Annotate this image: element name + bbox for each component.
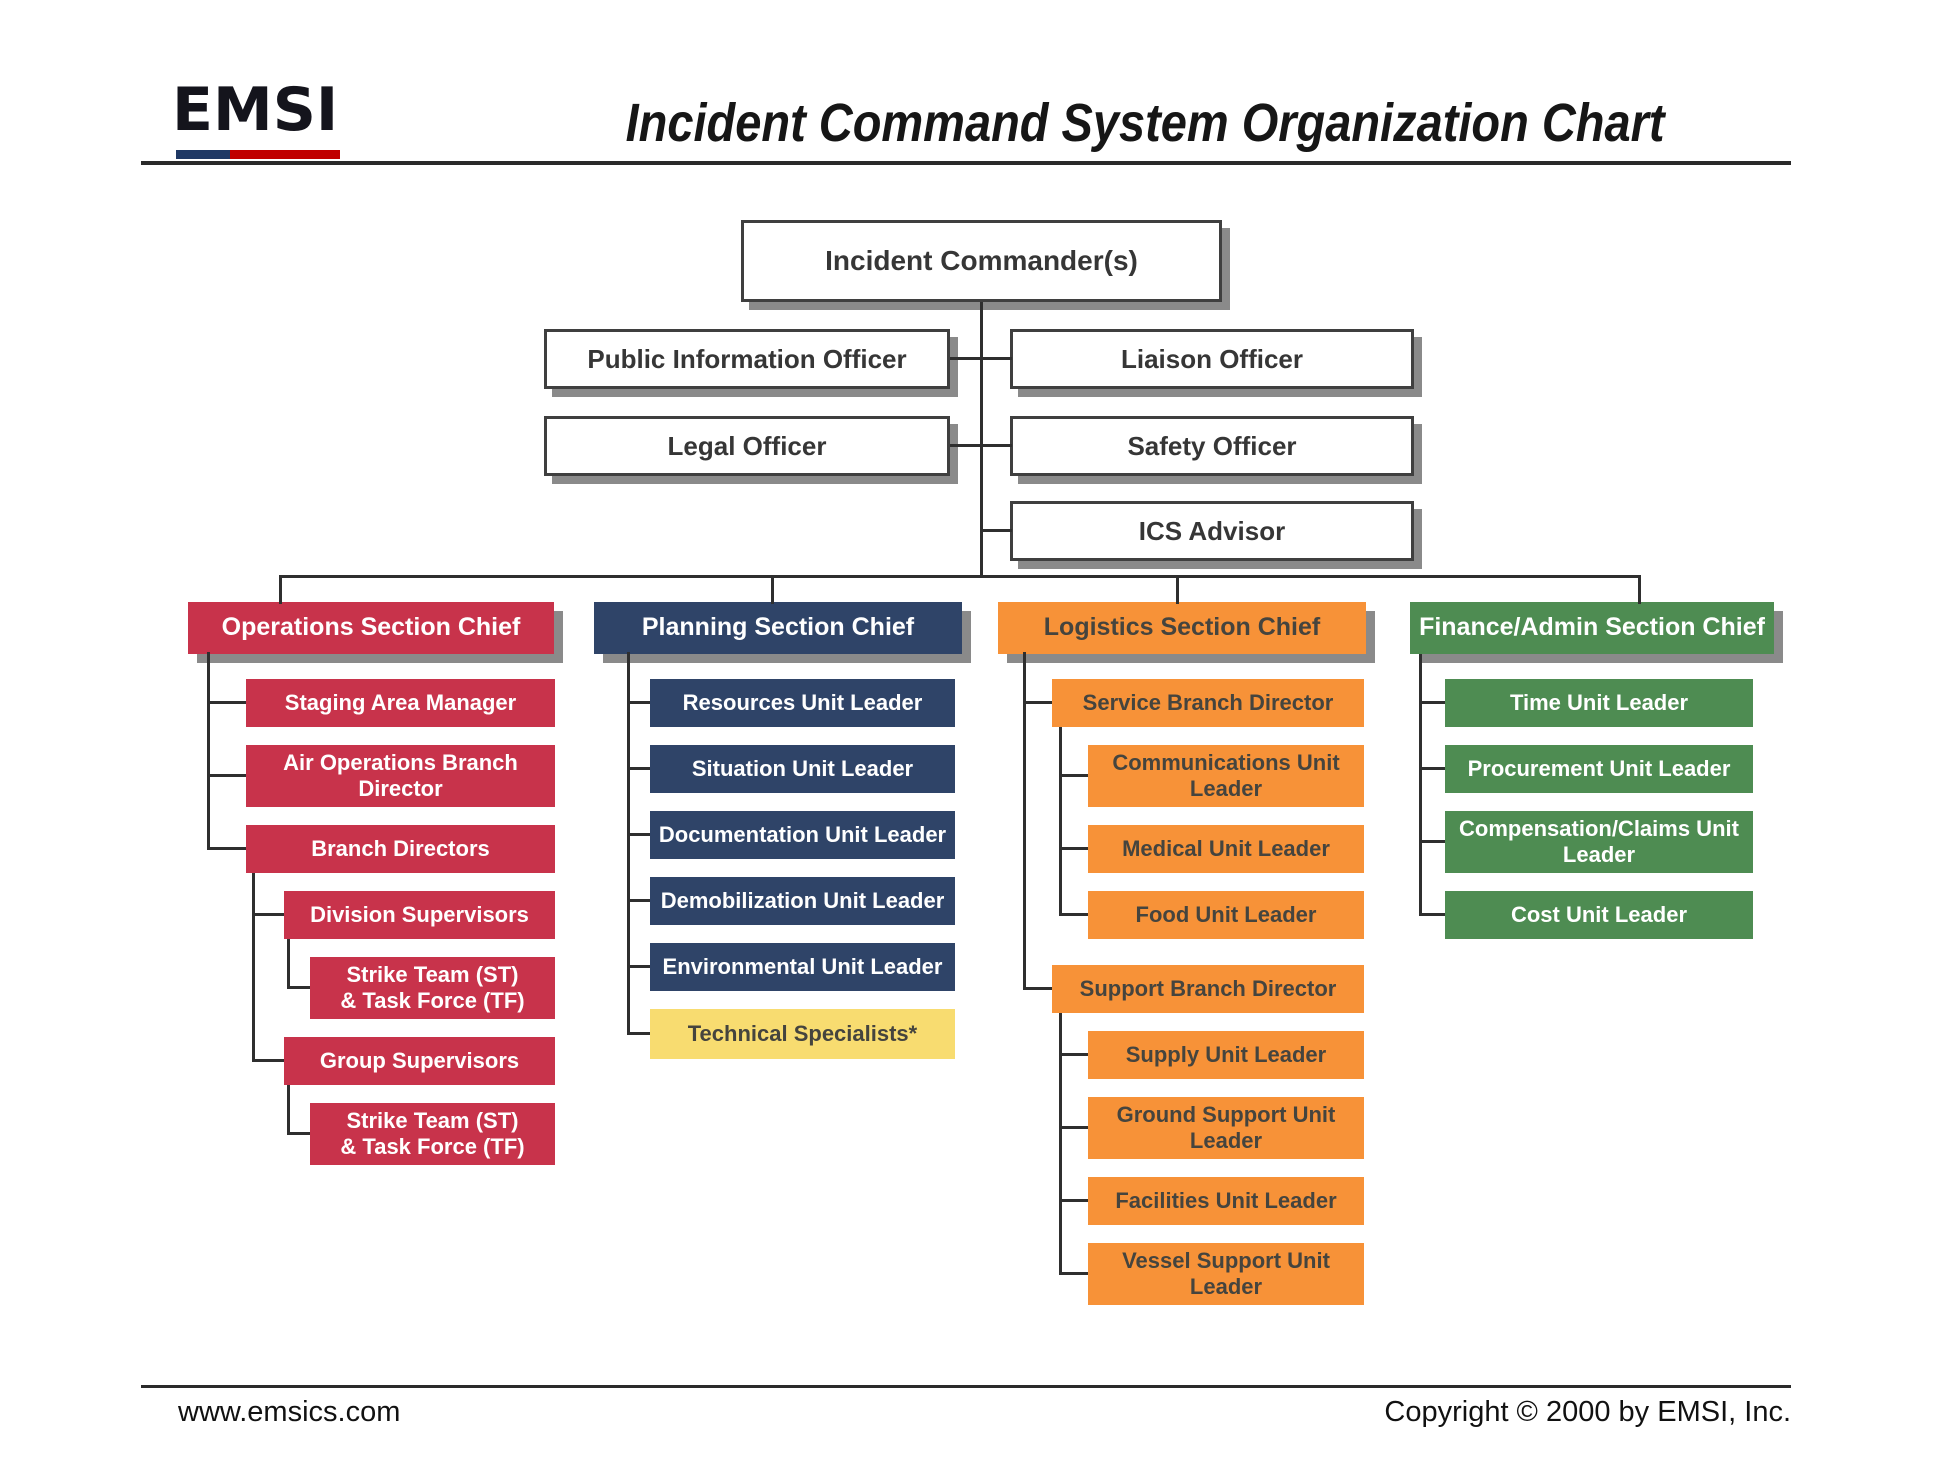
connector-ops-vertical-2 [252,873,255,1062]
box-support-branch-director: Support Branch Director [1052,965,1364,1013]
connector-section-distribution [279,575,1641,578]
connector-ops-branch-stub [207,847,246,850]
connector-finance-cost-stub [1419,913,1445,916]
connector-ops-group-stub [252,1059,284,1062]
box-air-operations-branch-director: Air Operations Branch Director [246,745,555,807]
box-food-unit-leader: Food Unit Leader [1088,891,1364,939]
connector-ops-vertical-1 [207,652,210,850]
connector-finance-vertical [1419,654,1422,916]
connector-finance-compensation-stub [1419,840,1445,843]
connector-planning-environmental-stub [627,965,650,968]
connector-legal-safety [950,444,1012,447]
connector-planning-documentation-stub [627,833,650,836]
box-supply-unit-leader: Supply Unit Leader [1088,1031,1364,1079]
connector-logistics-vessel-stub [1059,1272,1088,1275]
box-ground-support-unit-leader: Ground Support Unit Leader [1088,1097,1364,1159]
connector-commander-trunk [980,302,983,578]
box-strike-team-task-force-1: Strike Team (ST) & Task Force (TF) [310,957,555,1019]
box-technical-specialists: Technical Specialists* [650,1009,955,1059]
connector-finance-time-stub [1419,701,1445,704]
box-facilities-unit-leader: Facilities Unit Leader [1088,1177,1364,1225]
connector-drop-finance [1638,577,1641,604]
box-service-branch-director: Service Branch Director [1052,679,1364,727]
box-division-supervisors: Division Supervisors [284,891,555,939]
box-demobilization-unit-leader: Demobilization Unit Leader [650,877,955,925]
connector-drop-logistics [1176,577,1179,604]
connector-logistics-support-stub [1023,987,1052,990]
box-safety-officer: Safety Officer [1010,416,1414,476]
box-cost-unit-leader: Cost Unit Leader [1445,891,1753,939]
connector-pio-liaison [950,357,1012,360]
box-public-information-officer: Public Information Officer [544,329,950,389]
connector-ops-strike2-stub [287,1132,310,1135]
page-title: Incident Command System Organization Cha… [500,92,1790,154]
box-resources-unit-leader: Resources Unit Leader [650,679,955,727]
connector-logistics-vertical-2b [1059,1013,1062,1275]
connector-drop-planning [771,577,774,604]
box-planning-section-chief: Planning Section Chief [594,602,962,654]
connector-planning-demobilization-stub [627,899,650,902]
box-situation-unit-leader: Situation Unit Leader [650,745,955,793]
box-logistics-section-chief: Logistics Section Chief [998,602,1366,654]
connector-planning-vertical [627,652,630,1035]
box-medical-unit-leader: Medical Unit Leader [1088,825,1364,873]
connector-logistics-ground-stub [1059,1126,1088,1129]
footer-website: www.emsics.com [178,1396,401,1428]
connector-ops-vertical-3b [287,1085,290,1135]
connector-ops-airops-stub [207,774,246,777]
connector-planning-resources-stub [627,701,650,704]
page-title-text: Incident Command System Organization Cha… [625,93,1665,153]
footer-rule [141,1385,1791,1388]
connector-logistics-vertical-2a [1059,727,1062,915]
logo-underline-navy [176,150,230,159]
box-finance-admin-section-chief: Finance/Admin Section Chief [1410,602,1774,654]
box-operations-section-chief: Operations Section Chief [188,602,554,654]
connector-ops-vertical-3a [287,939,290,989]
connector-logistics-facilities-stub [1059,1199,1088,1202]
connector-logistics-medical-stub [1059,847,1088,850]
connector-logistics-supply-stub [1059,1053,1088,1056]
connector-logistics-service-stub [1023,701,1052,704]
connector-planning-situation-stub [627,767,650,770]
header-rule [141,161,1791,165]
box-group-supervisors: Group Supervisors [284,1037,555,1085]
connector-logistics-food-stub [1059,913,1088,916]
box-strike-team-task-force-2: Strike Team (ST) & Task Force (TF) [310,1103,555,1165]
footer-copyright: Copyright © 2000 by EMSI, Inc. [1384,1396,1791,1428]
connector-planning-technical-stub [627,1032,650,1035]
box-liaison-officer: Liaison Officer [1010,329,1414,389]
connector-logistics-communications-stub [1059,774,1088,777]
connector-ops-strike1-stub [287,986,310,989]
box-staging-area-manager: Staging Area Manager [246,679,555,727]
connector-ops-staging-stub [207,701,246,704]
connector-finance-procurement-stub [1419,767,1445,770]
box-incident-commander: Incident Commander(s) [741,220,1222,302]
connector-ops-division-stub [252,913,284,916]
box-communications-unit-leader: Communications Unit Leader [1088,745,1364,807]
logo-underline-red [230,150,340,159]
box-compensation-claims-unit-leader: Compensation/Claims Unit Leader [1445,811,1753,873]
box-environmental-unit-leader: Environmental Unit Leader [650,943,955,991]
box-ics-advisor: ICS Advisor [1010,501,1414,561]
box-legal-officer: Legal Officer [544,416,950,476]
box-time-unit-leader: Time Unit Leader [1445,679,1753,727]
box-documentation-unit-leader: Documentation Unit Leader [650,811,955,859]
connector-drop-operations [279,577,282,604]
box-branch-directors: Branch Directors [246,825,555,873]
emsi-logo: EMSI [172,75,339,145]
box-procurement-unit-leader: Procurement Unit Leader [1445,745,1753,793]
connector-logistics-vertical-1 [1023,652,1026,990]
box-vessel-support-unit-leader: Vessel Support Unit Leader [1088,1243,1364,1305]
connector-ics-advisor-stub [980,529,1012,532]
